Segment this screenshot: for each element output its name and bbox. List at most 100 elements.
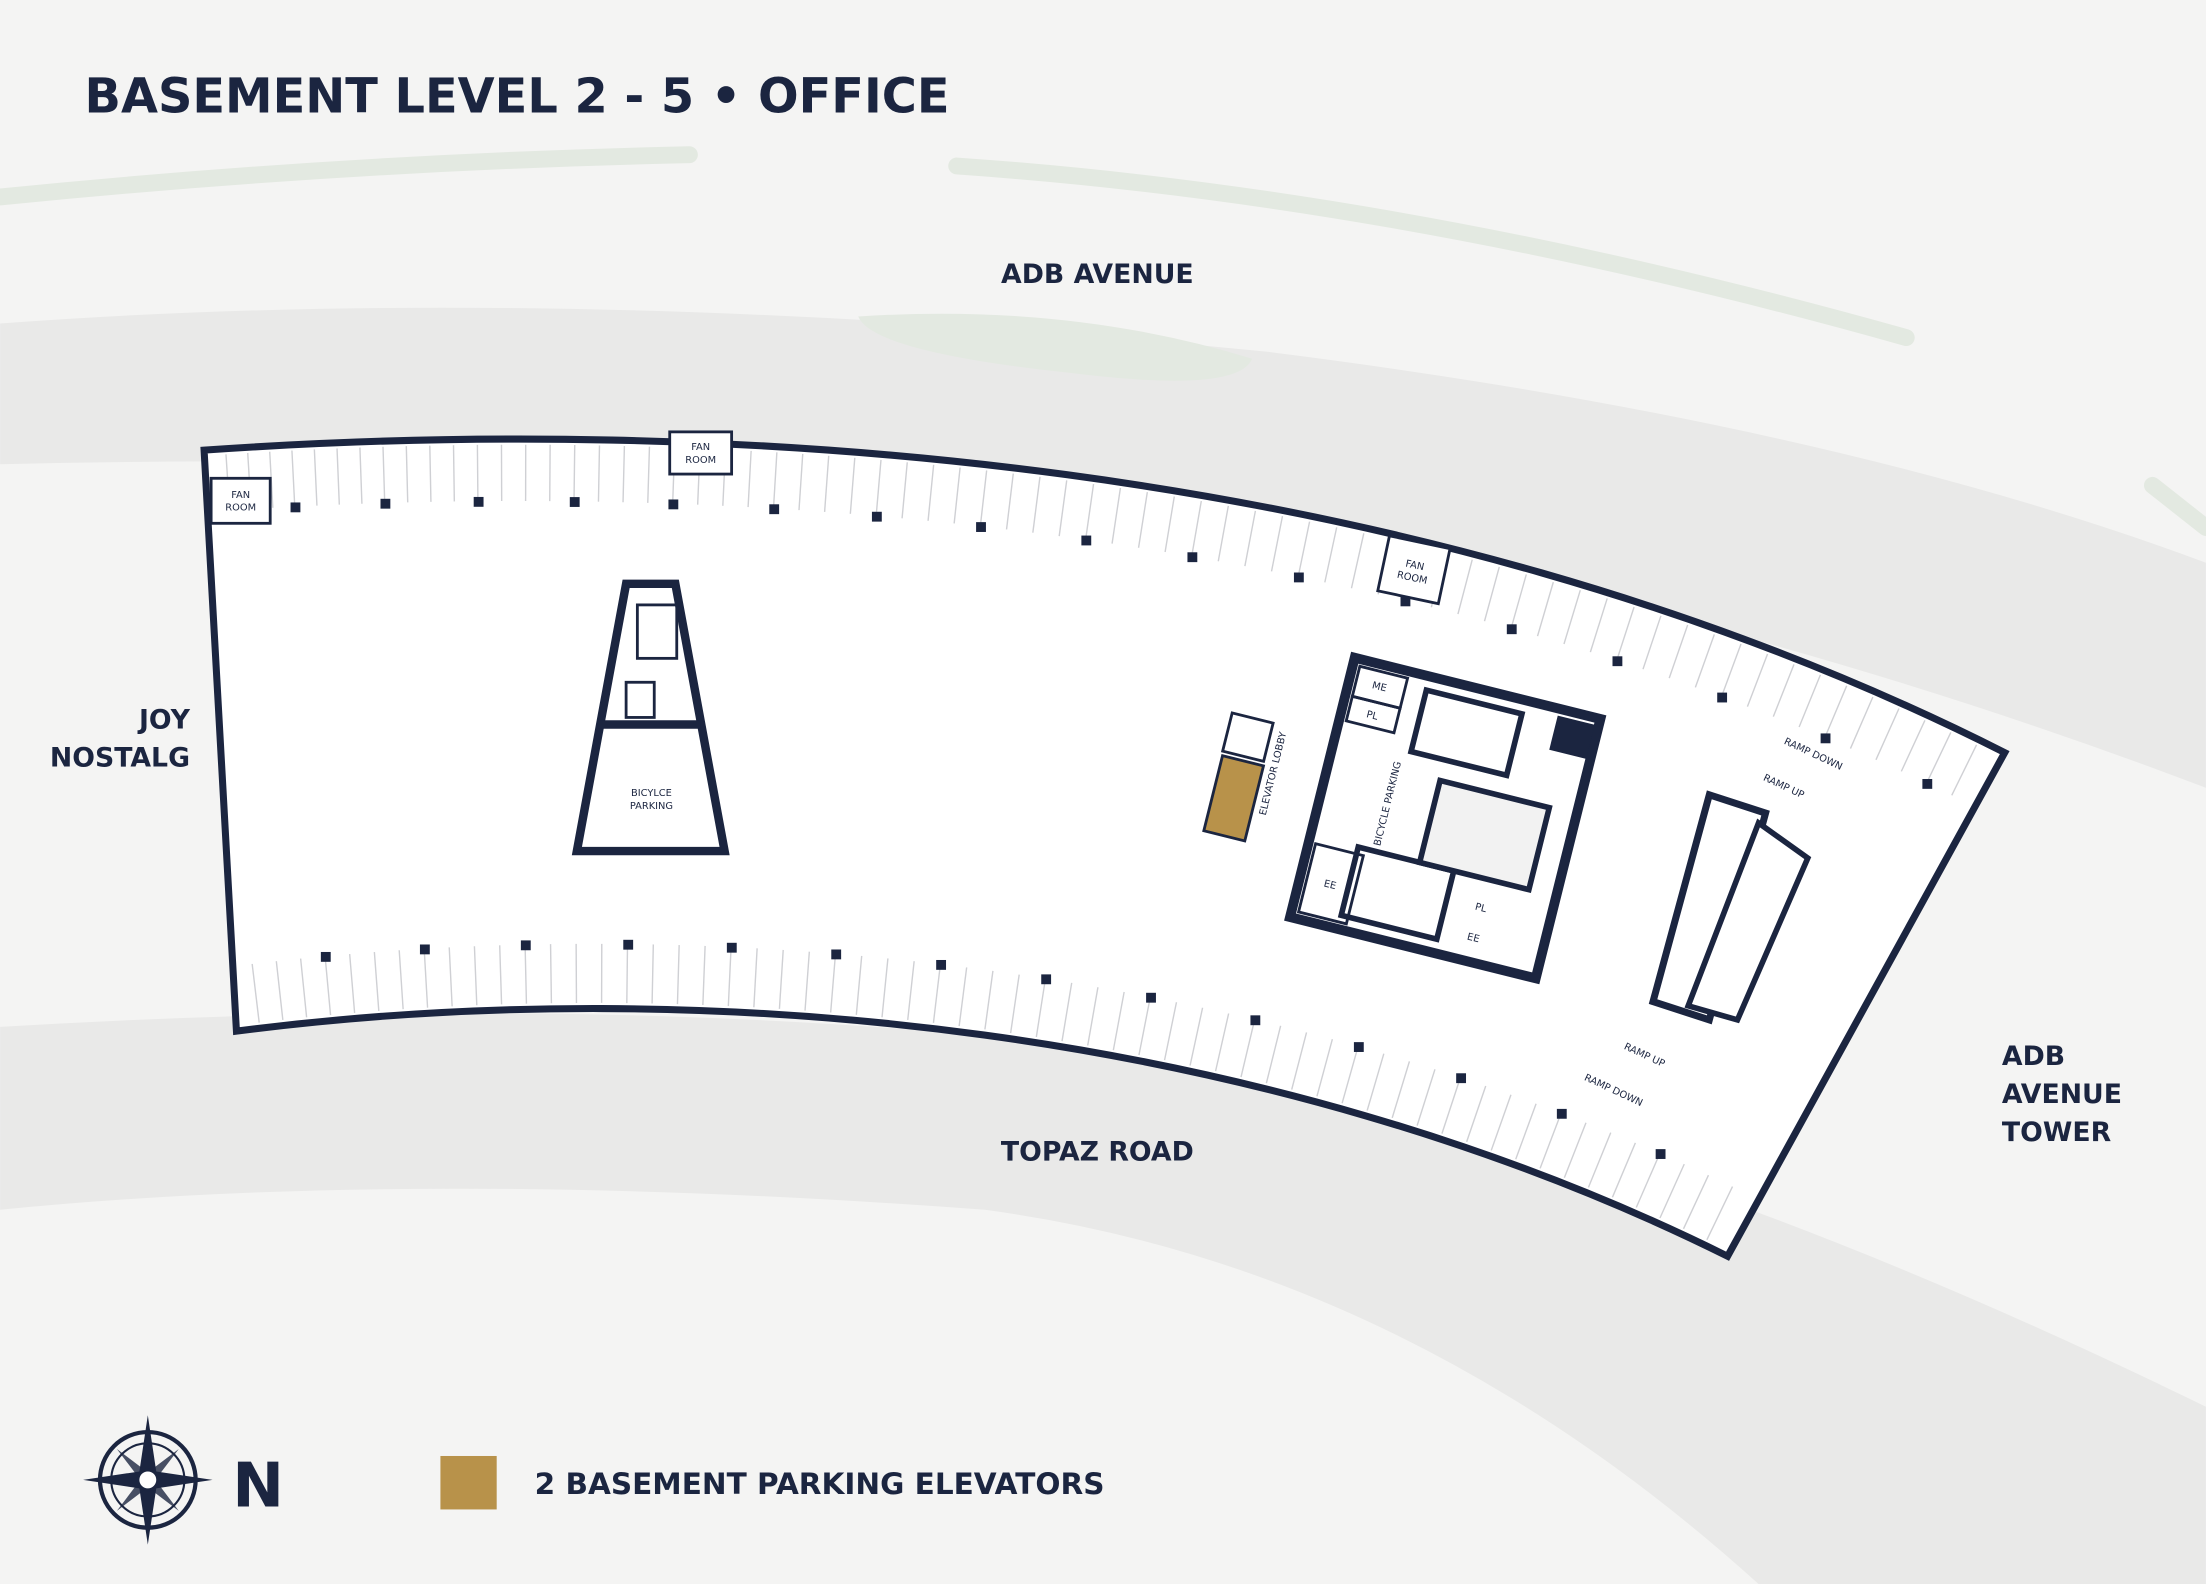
stall-line xyxy=(1350,533,1365,589)
pl-label: PL xyxy=(1365,709,1379,723)
stall-line xyxy=(622,445,626,503)
stall-line xyxy=(1951,744,1978,796)
stall-line xyxy=(1061,982,1073,1042)
column xyxy=(380,498,391,509)
compass-icon xyxy=(83,1415,213,1545)
stall-line xyxy=(1616,606,1635,661)
stall-line xyxy=(1087,987,1099,1046)
column xyxy=(290,502,301,513)
stall-line xyxy=(907,961,915,1021)
stall-line xyxy=(452,445,456,502)
stall-line xyxy=(1291,1032,1308,1090)
stall-line xyxy=(382,446,386,504)
stall-line xyxy=(1563,589,1581,645)
stall-line xyxy=(1189,1007,1204,1066)
stall-line xyxy=(1746,653,1769,707)
stall-line xyxy=(1035,978,1047,1038)
stall-line xyxy=(1706,1186,1734,1241)
restrooms xyxy=(1416,777,1553,894)
column xyxy=(1922,778,1933,789)
stall-line xyxy=(875,459,882,517)
column xyxy=(668,499,679,510)
street-label-east: AVENUE xyxy=(2002,1079,2122,1110)
street-label-north: ADB AVENUE xyxy=(1001,259,1194,290)
stall-line xyxy=(1536,581,1554,637)
stall-line xyxy=(901,462,908,519)
stall-line xyxy=(1032,476,1041,533)
column xyxy=(419,944,430,955)
street-label-south: TOPAZ ROAD xyxy=(1001,1137,1194,1168)
stall-line xyxy=(798,453,804,511)
central-core: ME PL EE PL EE BICYCLE PARKING xyxy=(1284,651,1607,985)
stall-line xyxy=(1900,719,1926,772)
stall-line xyxy=(1217,505,1230,562)
stall-line xyxy=(1720,643,1742,698)
stall-line xyxy=(1163,1002,1178,1061)
column xyxy=(1655,1149,1666,1159)
stall-line xyxy=(1925,732,1952,784)
stall-line xyxy=(1772,664,1795,717)
pl-room xyxy=(1344,694,1402,735)
stall-line xyxy=(313,449,318,506)
stall-line xyxy=(251,963,260,1023)
svg-text:FAN: FAN xyxy=(1404,559,1425,574)
stall-line xyxy=(423,948,429,1008)
stair xyxy=(624,680,656,719)
column xyxy=(1041,974,1052,985)
stair xyxy=(1407,686,1526,779)
stall-line xyxy=(651,944,655,1004)
stall-line xyxy=(979,470,988,527)
stall-line xyxy=(823,455,830,512)
columns xyxy=(290,496,1933,1159)
stall-line xyxy=(984,970,994,1030)
stall-line xyxy=(473,946,478,1006)
stall-line xyxy=(1084,483,1095,540)
bicycle-parking-label: BICYLCE xyxy=(631,788,672,799)
stall-line xyxy=(448,947,453,1007)
stall-line xyxy=(626,944,629,1004)
column xyxy=(623,939,634,950)
stall-line xyxy=(1659,1163,1685,1219)
green-strip xyxy=(2143,476,2206,536)
stall-line xyxy=(1465,1085,1487,1143)
stall-line xyxy=(753,948,758,1008)
stall-line xyxy=(1539,1112,1562,1169)
stall-line xyxy=(1214,1013,1230,1072)
column xyxy=(1187,552,1198,563)
stair xyxy=(1220,711,1275,764)
column xyxy=(976,522,986,532)
stall-line xyxy=(804,951,811,1011)
legend-label: 2 BASEMENT PARKING ELEVATORS xyxy=(535,1467,1105,1501)
column xyxy=(1506,624,1517,635)
stall-line xyxy=(1190,500,1202,557)
stall-line xyxy=(524,944,528,1004)
stall-line xyxy=(398,950,404,1010)
stall-line xyxy=(1441,1077,1462,1134)
column xyxy=(1820,733,1831,744)
ee-label: EE xyxy=(1323,878,1338,892)
stall-line xyxy=(1316,1039,1334,1097)
stall-line xyxy=(1642,615,1662,670)
stall-line xyxy=(1490,1094,1512,1151)
stall-line xyxy=(958,967,968,1027)
stall-line xyxy=(676,945,680,1005)
road-topaz xyxy=(0,1012,2206,1584)
ee-label: EE xyxy=(1466,932,1481,946)
column xyxy=(473,496,484,507)
stall-line xyxy=(549,944,553,1004)
column xyxy=(1456,1073,1467,1084)
shaft xyxy=(1549,715,1595,759)
stall-line xyxy=(373,951,380,1012)
stair xyxy=(1337,843,1458,943)
stall-line xyxy=(1265,1025,1282,1084)
green-strip xyxy=(0,146,698,206)
column xyxy=(569,497,580,507)
stall-line xyxy=(1111,487,1122,544)
column xyxy=(1400,596,1411,607)
street-label-east: ADB xyxy=(2002,1041,2065,1072)
stall-line xyxy=(927,464,935,521)
street-label-west: JOY xyxy=(137,705,191,736)
column xyxy=(726,942,737,953)
stall-line xyxy=(1668,624,1689,679)
